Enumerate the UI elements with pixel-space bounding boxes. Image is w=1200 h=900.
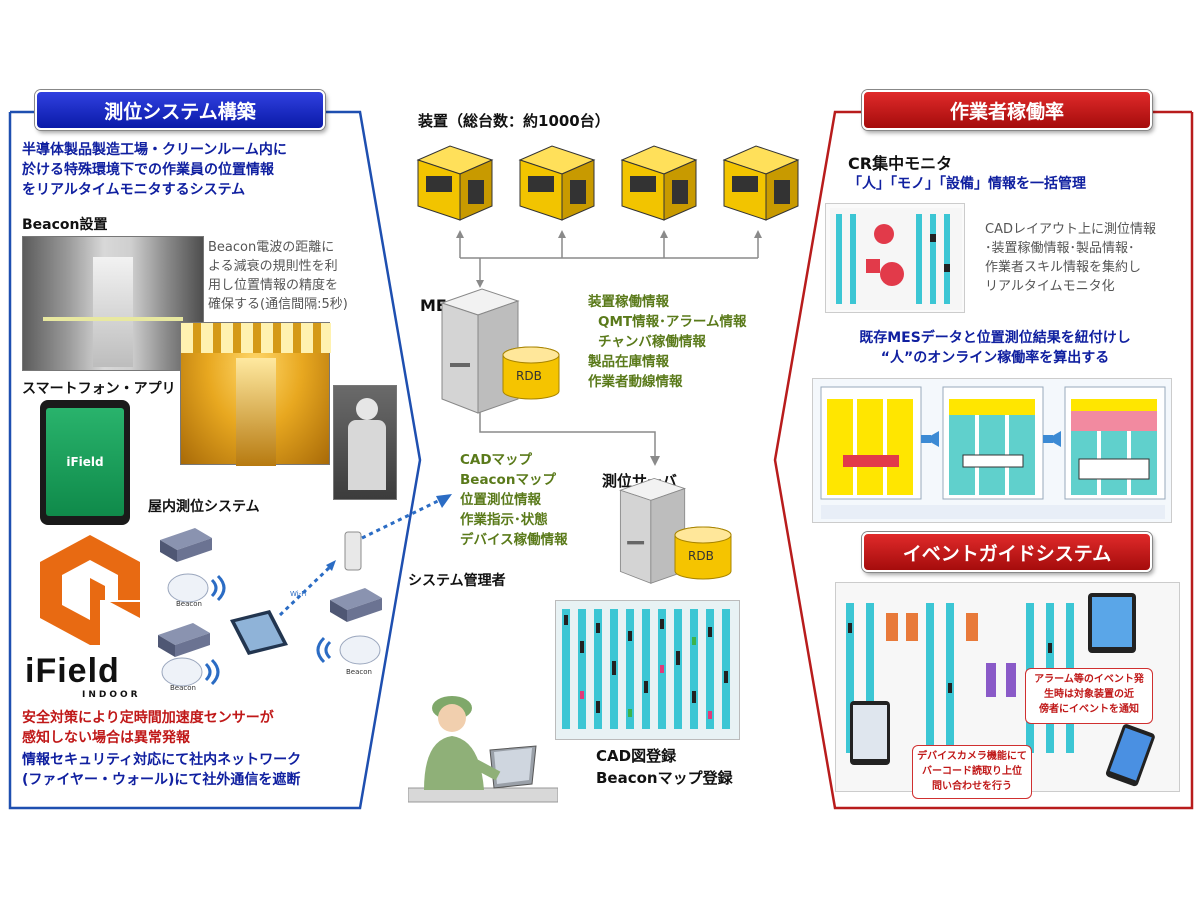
cad-desc-line: CADレイアウト上に測位情報: [985, 222, 1156, 237]
device-line: バーコード読取り上位: [922, 766, 1022, 777]
server-rdb-label: RDB: [688, 549, 714, 563]
equipment-machine-icon: [416, 145, 494, 221]
beacon-description: Beacon電波の距離に よる減衰の規則性を利 用し位置情報の精度を 確保する(…: [208, 238, 348, 314]
mes-link-line: 既存MESデータと位置測位結果を紐付けし: [859, 330, 1131, 346]
equipment-connector-lines: [456, 230, 762, 288]
smartphone-app-label: スマートフォン・アプリ: [22, 381, 176, 397]
mes-info-item: 装置稼働情報: [588, 294, 669, 310]
server-info-item: CADマップ: [460, 452, 533, 468]
cad-layout-description: CADレイアウト上に測位情報 ･装置稼働情報･製品情報･ 作業者スキル情報を集約…: [985, 220, 1156, 296]
signal-wave-icon: [316, 636, 332, 664]
router-icon: [160, 528, 212, 562]
mes-info-item: チャンバ稼働情報: [598, 334, 706, 350]
alarm-line: 生時は対象装置の近: [1044, 689, 1134, 700]
device-line: デバイスカメラ機能にて: [917, 751, 1027, 762]
cad-desc-line: リアルタイムモニタ化: [985, 279, 1115, 294]
cr-monitor-layout-image: [825, 203, 965, 313]
mes-link-description: 既存MESデータと位置測位結果を紐付けし “人”のオンライン稼働率を算出する: [820, 328, 1170, 368]
worker-photo: [333, 385, 397, 500]
equipment-machine-icon: [518, 145, 596, 221]
alarm-line: アラーム等のイベント発: [1034, 674, 1144, 685]
mes-info-item: 製品在庫情報: [588, 354, 669, 370]
alarm-line: 傍者にイベントを通知: [1039, 704, 1139, 715]
beacon-small-label: Beacon: [170, 684, 196, 692]
server-info-list: CADマップ Beaconマップ 位置測位情報 作業指示･状態 デバイス稼働情報: [460, 450, 568, 550]
ifield-logo-icon: [40, 535, 140, 645]
beacon-desc-line: 確保する(通信間隔:5秒): [208, 297, 348, 312]
mes-info-item: 作業者動線情報: [588, 374, 683, 390]
beacon-disc-icon: [161, 657, 203, 687]
ifield-wordmark: iField: [25, 652, 120, 691]
signal-wave-icon: [204, 658, 220, 686]
beacon-desc-line: よる減衰の規則性を利: [208, 259, 338, 274]
safety-text: 安全対策により定時間加速度センサーが 感知しない場合は異常発報: [22, 708, 274, 748]
server-info-item: Beaconマップ: [460, 472, 556, 488]
cad-map-image: [555, 600, 740, 740]
yellow-cleanroom-photo: [180, 322, 331, 466]
system-admin-operator-icon: [408, 696, 558, 803]
server-rdb-database-icon: [674, 526, 732, 580]
left-banner-positioning-system: 測位システム構築: [35, 90, 325, 130]
server-info-item: 作業指示･状態: [460, 512, 548, 528]
beacon-disc-icon: [167, 573, 209, 603]
cad-register-label: CAD図登録 Beaconマップ登録: [596, 745, 733, 789]
beacon-desc-line: Beacon電波の距離に: [208, 240, 335, 255]
mes-rdb-database-icon: [502, 346, 560, 400]
right-banner-event-guide: イベントガイドシステム: [862, 532, 1152, 572]
router-icon: [330, 588, 382, 622]
access-point-icon: [344, 531, 362, 571]
equipment-machine-icon: [620, 145, 698, 221]
smartphone-device: iField: [40, 400, 130, 525]
cleanroom-corridor-photo: [22, 236, 204, 371]
security-text: 情報セキュリティ対応にて社内ネットワーク (ファイヤー・ウォール)にて社外通信を…: [22, 750, 301, 790]
safety-line: 安全対策により定時間加速度センサーが: [22, 710, 274, 726]
beacon-setup-label: Beacon設置: [22, 217, 108, 233]
beacon-desc-line: 用し位置情報の精度を: [208, 278, 339, 293]
desc-line: 半導体製品製造工場・クリーンルーム内に: [22, 142, 287, 158]
security-line: 情報セキュリティ対応にて社内ネットワーク: [22, 752, 302, 768]
alarm-event-callout: アラーム等のイベント発 生時は対象装置の近 傍者にイベントを通知: [1025, 668, 1153, 724]
signal-wave-icon: [210, 574, 226, 602]
indoor-network-diagram: [158, 528, 382, 687]
mes-link-line: “人”のオンライン稼働率を算出する: [880, 350, 1110, 366]
device-camera-callout: デバイスカメラ機能にて バーコード読取り上位 問い合わせを行う: [912, 745, 1032, 799]
beacon-small-label: Beacon: [346, 668, 372, 676]
smartphone-screen: iField: [46, 408, 124, 516]
cad-desc-line: ･装置稼働情報･製品情報･: [985, 241, 1135, 256]
dotted-arrow-to-server: [361, 494, 452, 540]
tablet-icon: [230, 610, 288, 655]
ifield-wordmark-text: iField: [25, 652, 120, 690]
cr-monitor-subtitle: 「人」「モノ」「設備」情報を一括管理: [848, 176, 1086, 192]
left-description: 半導体製品製造工場・クリーンルーム内に 於ける特殊環境下での作業員の位置情報 を…: [22, 140, 287, 200]
cad-register-line: CAD図登録: [596, 747, 677, 765]
beacon-small-label: Beacon: [176, 600, 202, 608]
security-line: (ファイヤー・ウォール)にて社外通信を遮断: [22, 772, 301, 788]
router-icon: [158, 623, 210, 657]
mes-to-server-arrow: [479, 412, 660, 466]
desc-line: をリアルタイムモニタするシステム: [22, 182, 246, 198]
indoor-positioning-label: 屋内測位システム: [148, 499, 260, 515]
mes-info-item: QMT情報･アラーム情報: [598, 314, 747, 330]
mes-info-list: 装置稼働情報 QMT情報･アラーム情報 チャンバ稼働情報 製品在庫情報 作業者動…: [588, 292, 746, 392]
server-info-item: デバイス稼働情報: [460, 532, 568, 548]
mes-rdb-label: RDB: [516, 369, 542, 383]
desc-line: 於ける特殊環境下での作業員の位置情報: [22, 162, 274, 178]
ifield-indoor-sub: INDOOR: [82, 690, 141, 700]
cad-register-line: Beaconマップ登録: [596, 769, 733, 787]
phone-app-name: iField: [66, 455, 104, 469]
equipment-machine-icon: [722, 145, 800, 221]
server-info-item: 位置測位情報: [460, 492, 541, 508]
device-line: 問い合わせを行う: [932, 781, 1012, 792]
system-admin-label: システム管理者: [408, 573, 506, 589]
cad-desc-line: 作業者スキル情報を集約し: [985, 260, 1142, 275]
safety-line: 感知しない場合は異常発報: [22, 730, 190, 746]
equipment-title: 装置（総台数：約1000台）: [418, 112, 610, 130]
utilization-chart-image: [812, 378, 1172, 523]
cr-monitor-title: CR集中モニタ: [848, 154, 953, 173]
beacon-disc-icon: [339, 635, 381, 665]
wifi-small-label: Wi-Fi: [290, 590, 307, 598]
right-banner-worker-utilization: 作業者稼働率: [862, 90, 1152, 130]
